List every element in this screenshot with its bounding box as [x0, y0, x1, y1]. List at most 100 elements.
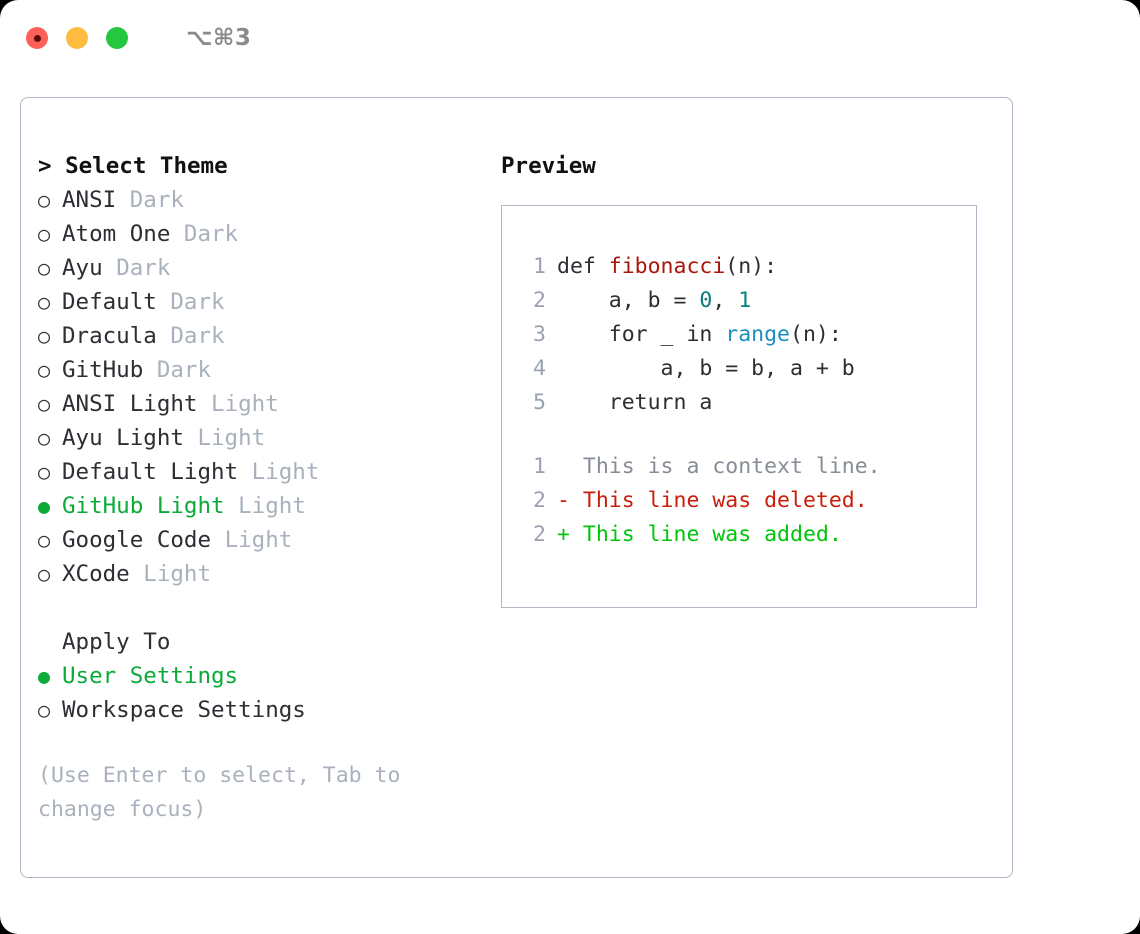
code-line: 4 a, b = b, a + b: [520, 352, 976, 386]
radio-selected-icon[interactable]: ●: [38, 494, 51, 518]
diff-line-text: This line was deleted.: [582, 488, 868, 513]
theme-option-row[interactable]: ○ Atom One Dark: [38, 217, 488, 251]
code-token-number: 0: [699, 288, 713, 313]
maximize-button[interactable]: [106, 27, 128, 49]
theme-option-category: Light: [143, 561, 212, 587]
theme-option-category: Dark: [156, 357, 212, 383]
theme-option-name: GitHub: [62, 357, 144, 383]
code-token-text: (n):: [725, 254, 778, 279]
theme-option-sep: [211, 523, 225, 557]
apply-to-option-row[interactable]: ○ Workspace Settings: [38, 693, 488, 727]
theme-option-category: Light: [238, 493, 306, 519]
code-line: 5 return a: [520, 386, 976, 420]
theme-option-row[interactable]: ○ Default Dark: [38, 285, 488, 319]
diff-line-text: This line was added.: [582, 522, 842, 547]
diff-marker: -: [557, 488, 583, 513]
preview-heading: Preview: [501, 153, 596, 179]
theme-option-sep: [238, 455, 252, 489]
radio-unselected-icon[interactable]: ○: [38, 358, 51, 382]
radio-unselected-icon[interactable]: ○: [38, 290, 51, 314]
code-token-text: for _ in: [557, 322, 726, 347]
diff-line-number: 1: [533, 454, 546, 479]
theme-option-name: Dracula: [62, 323, 157, 349]
theme-option-sep: [170, 217, 184, 251]
code-line-number: 4: [533, 356, 546, 381]
theme-option-row[interactable]: ○ GitHub Dark: [38, 353, 488, 387]
code-token-text: (n):: [790, 322, 842, 347]
theme-option-name: Default Light: [62, 459, 239, 485]
theme-option-row[interactable]: ○ANSI Light Light: [38, 387, 488, 421]
keyboard-shortcut-label: ⌥⌘3: [186, 25, 252, 51]
theme-option-category: Dark: [170, 323, 225, 349]
radio-unselected-icon[interactable]: ○: [38, 528, 51, 552]
code-token-function: fibonacci: [608, 254, 726, 279]
radio-unselected-icon[interactable]: ○: [38, 188, 51, 212]
radio-unselected-icon[interactable]: ○: [38, 698, 51, 722]
code-line-number: 1: [533, 254, 546, 279]
theme-option-row[interactable]: ○ Ayu Dark: [38, 251, 488, 285]
diff-sample: 1 This is a context line. 2- This line wa…: [520, 450, 976, 552]
theme-option-sep: [184, 421, 198, 455]
radio-unselected-icon[interactable]: ○: [38, 460, 51, 484]
theme-option-category: Dark: [170, 289, 225, 315]
theme-option-row[interactable]: ○ Dracula Dark: [38, 319, 488, 353]
code-token-builtin: range: [725, 322, 791, 347]
radio-unselected-icon[interactable]: ○: [38, 222, 51, 246]
theme-option-sep: [197, 387, 211, 421]
code-token-text: def: [557, 254, 609, 279]
apply-to-heading-label: Apply To: [62, 629, 171, 655]
radio-unselected-icon[interactable]: ○: [38, 392, 51, 416]
theme-option-row[interactable]: ○Default Light Light: [38, 455, 488, 489]
theme-option-row[interactable]: ○Google Code Light: [38, 523, 488, 557]
theme-option-row[interactable]: ○XCode Light: [38, 557, 488, 591]
diff-line-context: 1 This is a context line.: [520, 450, 976, 484]
theme-option-row[interactable]: ○ANSI Dark: [38, 183, 488, 217]
radio-unselected-icon[interactable]: ○: [38, 562, 51, 586]
theme-option-category: Dark: [183, 221, 239, 247]
panel-columns: > Select Theme ○ANSI Dark○Atom One Dark○…: [21, 98, 1012, 877]
code-line-number: 5: [533, 390, 546, 415]
theme-option-name: Ayu: [62, 255, 103, 281]
code-line: 1 def fibonacci(n):: [520, 250, 976, 284]
apply-to-option-row[interactable]: ●User Settings: [38, 659, 488, 693]
diff-line-number: 2: [533, 488, 546, 513]
select-theme-heading-label: Select Theme: [65, 153, 228, 179]
theme-option-name: GitHub Light: [62, 493, 225, 519]
main-panel: > Select Theme ○ANSI Dark○Atom One Dark○…: [20, 97, 1013, 878]
close-button[interactable]: [26, 27, 48, 49]
radio-selected-icon[interactable]: ●: [38, 664, 51, 688]
code-token-text: a, b =: [557, 288, 700, 313]
title-bar: ⌥⌘3: [0, 0, 1140, 76]
code-token-text: a, b = b, a + b: [557, 356, 855, 381]
theme-option-row[interactable]: ● GitHub Light Light: [38, 489, 488, 523]
select-theme-heading: > Select Theme: [38, 149, 488, 183]
theme-option-category: Dark: [116, 255, 171, 281]
theme-option-sep: [103, 251, 117, 285]
theme-picker-column: > Select Theme ○ANSI Dark○Atom One Dark○…: [38, 149, 488, 827]
theme-option-sep: [157, 285, 171, 319]
theme-option-name: ANSI Light: [62, 391, 198, 417]
theme-option-name: Ayu Light: [62, 425, 184, 451]
diff-line-number: 2: [533, 522, 546, 547]
theme-option-name: Atom One: [62, 221, 171, 247]
keyboard-hint-text: (Use Enter to select, Tab to change focu…: [38, 763, 401, 822]
prompt-caret: >: [38, 153, 66, 179]
list-spacer: [38, 591, 488, 625]
theme-list: ○ANSI Dark○Atom One Dark○Ayu Dark○Defaul…: [38, 183, 488, 591]
code-token-text: ,: [712, 288, 739, 313]
apply-to-option-name: Workspace Settings: [62, 697, 306, 723]
theme-option-category: Dark: [129, 187, 184, 213]
radio-unselected-icon[interactable]: ○: [38, 324, 51, 348]
preview-gap: [520, 420, 976, 450]
radio-unselected-icon[interactable]: ○: [38, 426, 51, 450]
theme-option-name: Default: [62, 289, 157, 315]
diff-marker: +: [557, 522, 583, 547]
minimize-button[interactable]: [66, 27, 88, 49]
radio-unselected-icon[interactable]: ○: [38, 256, 51, 280]
theme-option-sep: [225, 489, 239, 523]
code-token-text: return a: [557, 390, 713, 415]
theme-option-row[interactable]: ○Ayu Light Light: [38, 421, 488, 455]
